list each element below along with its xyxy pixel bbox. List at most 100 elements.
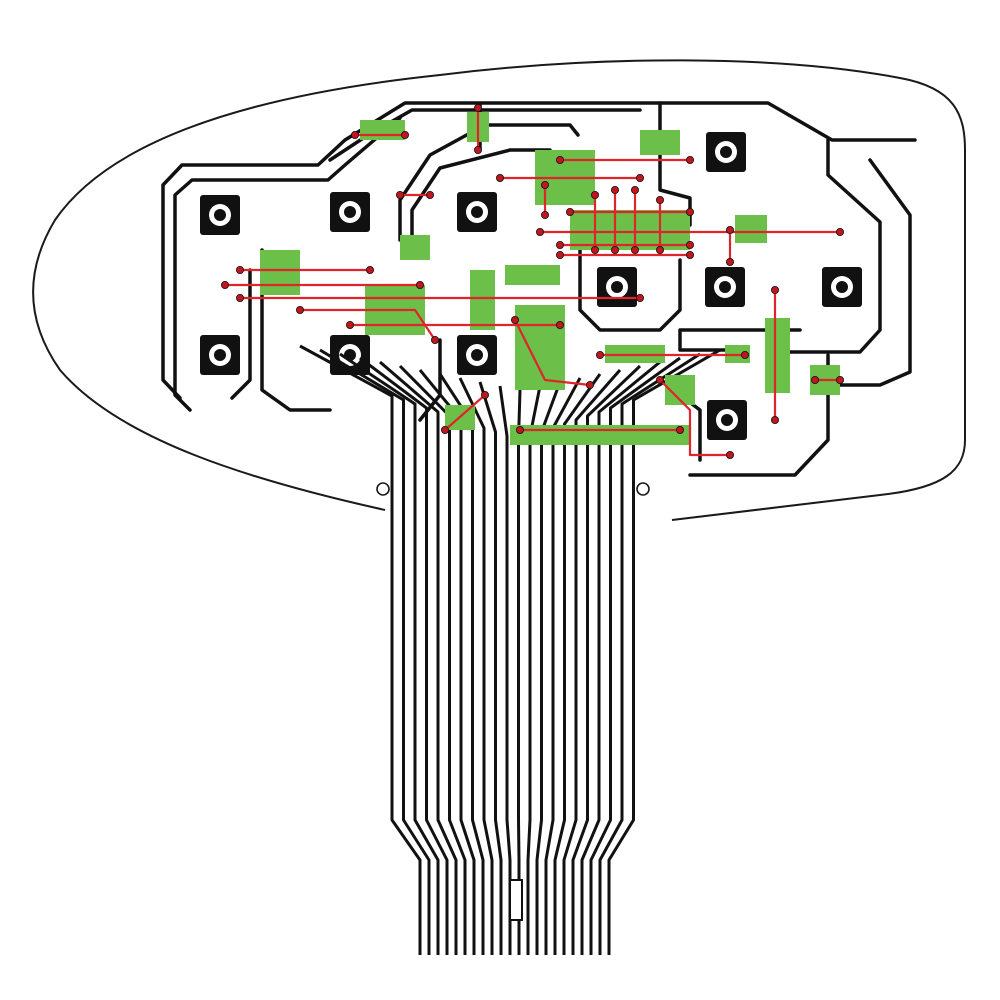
via-dots [220,104,845,459]
trace-right-frame [658,101,692,227]
insulation-patch [505,265,560,285]
via-dot [836,227,845,236]
via-dot [473,104,482,113]
tail-trace [517,389,522,955]
via-dot [611,185,620,194]
key-pad-9 [705,267,745,307]
tail-trace [562,369,622,955]
insulation-patch [765,318,790,393]
trace-left-inner [173,116,402,412]
crossover-trace [659,379,730,457]
tail-trace [580,360,661,955]
via-dot [771,415,780,424]
trace-mid-d [410,148,552,252]
tail-trace [379,360,458,955]
insulation-patch [400,235,430,260]
via-dot [636,173,645,182]
via-dot [591,245,600,254]
via-dot [536,227,545,236]
via-dot [656,195,665,204]
via-dot [400,130,409,139]
key-contacts [200,132,862,440]
key-pad-10 [822,267,862,307]
via-dot [495,173,504,182]
insulation-patch [470,270,495,330]
insulation-patch [510,425,690,445]
via-dot [510,315,519,324]
via-dot [556,155,565,164]
via-dot [636,293,645,302]
via-dot [726,450,735,459]
insulation-patch [735,215,767,243]
via-dot [425,190,434,199]
trace-right-bay [768,138,882,354]
crossover-traces [225,108,840,457]
tail-traces [299,344,721,955]
key-pad-11 [707,400,747,440]
insulation-patch [260,250,300,295]
via-dot [235,293,244,302]
via-dot [350,130,359,139]
via-dot [541,210,550,219]
via-dot [686,207,695,216]
key-pad-8 [597,267,637,307]
mounting-hole-right [636,482,650,496]
via-dot [656,245,665,254]
trace-mid-c [398,123,580,242]
via-dot [611,245,620,254]
tail-trace [458,377,494,955]
trace-outer-ring [161,101,917,400]
tail-trace [598,352,701,955]
tail-trace [553,373,602,955]
via-dot [556,240,565,249]
via-dot [811,375,820,384]
mounting-hole-left [376,482,390,496]
insulation-patch [640,130,680,155]
via-dot [365,265,374,274]
via-dot [656,375,665,384]
via-dot [556,320,565,329]
insulation-patch [360,120,405,140]
via-dot [430,335,439,344]
via-dot [541,180,550,189]
via-dot [395,190,404,199]
via-dot [596,350,605,359]
via-dot [586,380,595,389]
trace-key-loop [578,218,682,332]
via-dot [771,285,780,294]
mounting-holes [376,482,650,496]
trace-right-down [688,353,830,477]
trace-mid-b [230,268,252,400]
via-dot [631,245,640,254]
via-dot [631,185,640,194]
tail-trace [339,352,440,955]
via-dot [556,250,565,259]
insulation-patch [570,210,690,250]
key-pad-4 [706,132,746,172]
via-dot [566,207,575,216]
crossover-trace [514,319,591,387]
outline-left-edge [32,59,966,521]
tail-trace [359,356,449,955]
tail-trace [526,385,542,955]
key-pad-6 [330,335,370,375]
board-outline [32,59,966,521]
via-dot [726,257,735,266]
via-dot [686,250,695,259]
via-dot [345,320,354,329]
tail-trace [571,364,642,955]
crossover-trace [300,308,436,341]
tail-trace [589,356,681,955]
tail-trace [418,369,476,955]
via-dot [440,425,449,434]
tail-slot [509,879,523,921]
key-pad-3 [457,192,497,232]
key-pad-5 [200,335,240,375]
via-dot [676,425,685,434]
via-dot [235,265,244,274]
insulation-patch [515,305,565,390]
key-pad-7 [457,335,497,375]
tail-trace [535,381,562,955]
key-pad-2 [330,192,370,232]
